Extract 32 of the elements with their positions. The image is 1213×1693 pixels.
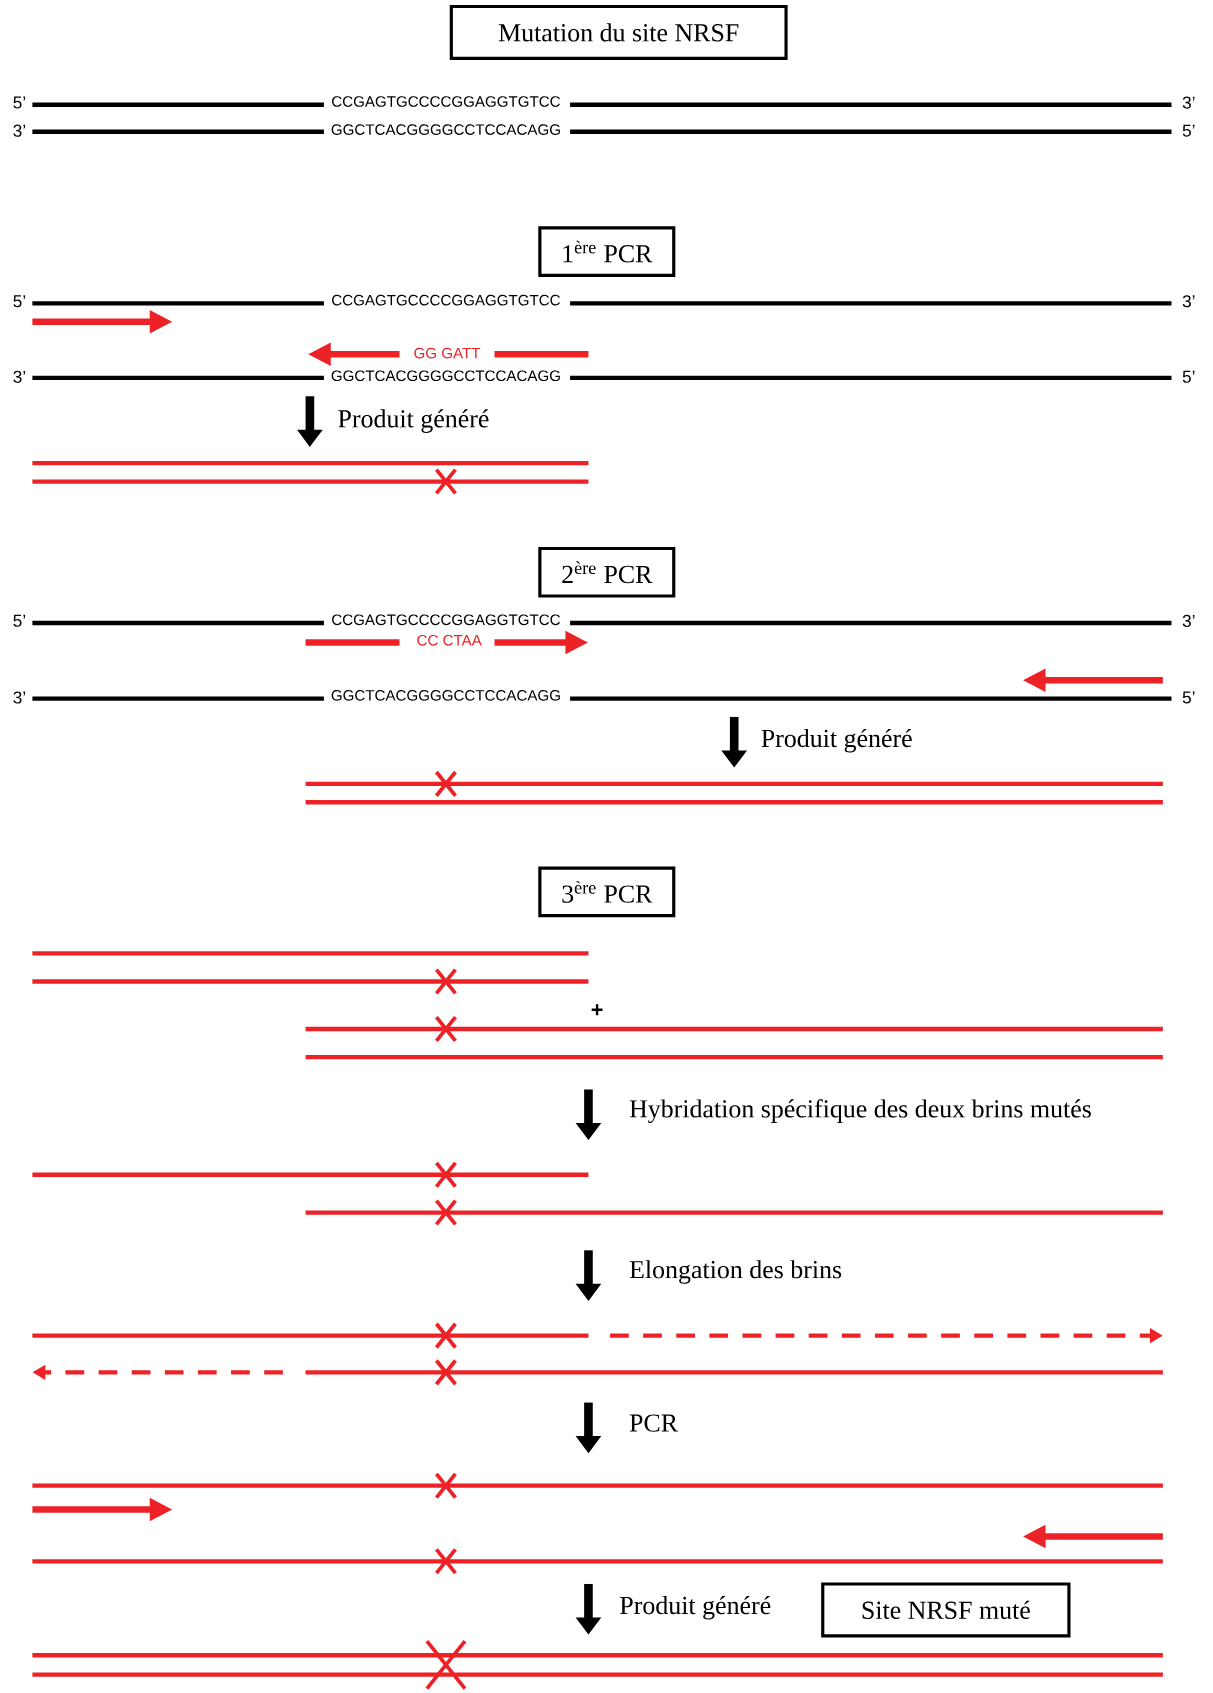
strand-end-label: 5’ <box>13 614 26 627</box>
step-label: Produit généré <box>338 409 489 433</box>
title-box: 1$^{ère}$ PCR <box>538 226 676 277</box>
sequence-text: GGCTCACGGGGCCTCCACAGG <box>331 124 561 135</box>
strand-end-label: 5’ <box>13 295 26 308</box>
strand-end-label: 3’ <box>1182 614 1195 627</box>
sequence-text: CCGAGTGCCCCGGAGGTGTCC <box>332 294 561 306</box>
step-label: PCR <box>630 1414 679 1432</box>
step-label: Produit généré <box>620 1595 771 1620</box>
strand-end-label: 3’ <box>1182 96 1195 109</box>
plus-sign: + <box>591 1004 603 1016</box>
strand-end-label: 5’ <box>1183 691 1195 704</box>
mutation-sequence: CC CTAA <box>417 634 482 646</box>
step-label: Produit généré <box>761 728 912 753</box>
sequence-text: GGCTCACGGGGCCTCCACAGG <box>331 690 561 701</box>
sequence-text: CCGAGTGCCCCGGAGGTGTCC <box>332 96 561 107</box>
title-box: Site NRSF muté <box>821 1582 1071 1638</box>
sequence-text: CCGAGTGCCCCGGAGGTGTCC <box>332 614 561 626</box>
strand-end-label: 5’ <box>13 96 26 109</box>
step-label: Elongation des brins <box>630 1260 842 1284</box>
strand-end-label: 3’ <box>13 691 26 704</box>
title-box: Mutation du site NRSF <box>449 4 788 60</box>
title-box: 3$^{ère}$ PCR <box>538 866 676 918</box>
step-label: Hybridation spécifique des deux brins mutés <box>630 1099 1092 1123</box>
title-box: 2$^{ère}$ PCR <box>538 546 676 598</box>
mutation-sequence: GG GATT <box>414 347 481 359</box>
strand-end-label: 3’ <box>13 124 26 137</box>
strand-end-label: 5’ <box>1183 124 1195 137</box>
strand-end-label: 5’ <box>1183 370 1195 383</box>
strand-end-label: 3’ <box>1182 295 1195 308</box>
strand-end-label: 3’ <box>13 370 26 383</box>
sequence-text: GGCTCACGGGGCCTCCACAGG <box>331 370 561 382</box>
